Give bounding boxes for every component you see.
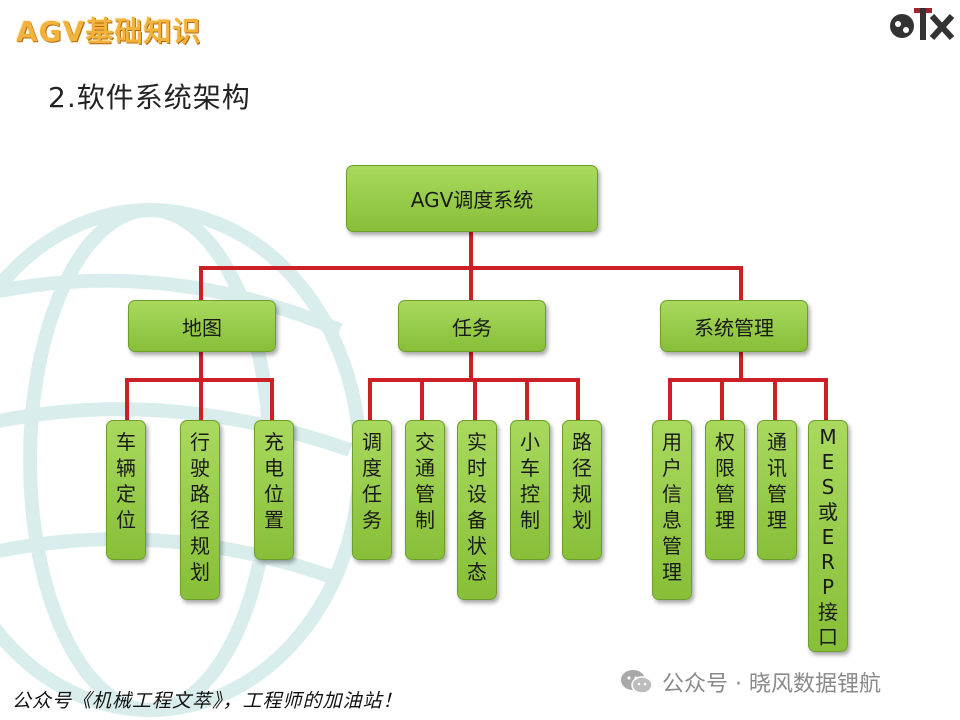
wechat-icon: [621, 670, 653, 694]
leaf-node-path-planning: 路径规划: [562, 420, 602, 560]
leaf-node-label: 小车控制: [520, 430, 540, 532]
leaf-node-route-planning: 行驶路径规划: [180, 420, 220, 600]
leaf-node-realtime-device-status: 实时设备状态: [457, 420, 497, 600]
leaf-node-label: 权限管理: [715, 430, 735, 532]
leaf-node-label: 调度任务: [362, 430, 382, 532]
leaf-node-charging-position: 充电位置: [254, 420, 294, 560]
leaf-node-permission-management: 权限管理: [705, 420, 745, 560]
section-heading: 2.软件系统架构: [48, 81, 251, 114]
leaf-node-label: MES或ERP接口: [818, 425, 838, 649]
group-node-label: 地图: [182, 315, 222, 340]
leaf-node-label: 车辆定位: [116, 430, 136, 532]
leaf-node-vehicle-positioning: 车辆定位: [106, 420, 146, 560]
leaf-node-user-info-management: 用户信息管理: [652, 420, 692, 600]
leaf-node-label: 行驶路径规划: [190, 430, 210, 584]
leaf-node-label: 用户信息管理: [662, 430, 682, 584]
leaf-node-label: 通讯管理: [767, 430, 787, 532]
group-node-label: 任务: [452, 315, 492, 340]
root-node: AGV调度系统: [346, 165, 598, 232]
leaf-node-mes-erp-interface: MES或ERP接口: [808, 420, 848, 652]
leaf-node-label: 交通管制: [415, 430, 435, 532]
leaf-node-traffic-control: 交通管制: [405, 420, 445, 560]
footer-watermark: 公众号 · 晓风数据锂航: [620, 666, 881, 698]
footer-slogan: 公众号《机械工程文萃》，工程师的加油站！: [12, 690, 403, 712]
leaf-node-label: 充电位置: [264, 430, 284, 532]
group-node-label: 系统管理: [694, 315, 774, 340]
group-node-system-management: 系统管理: [660, 300, 808, 352]
leaf-node-cart-control: 小车控制: [510, 420, 550, 560]
leaf-node-label: 路径规划: [572, 430, 592, 532]
leaf-node-label: 实时设备状态: [467, 430, 487, 584]
app-title: AGV基础知识: [16, 15, 202, 48]
footer-watermark-text: 公众号 · 晓风数据锂航: [662, 672, 881, 697]
leaf-node-dispatch-task: 调度任务: [352, 420, 392, 560]
leaf-node-communication-management: 通讯管理: [757, 420, 797, 560]
root-node-label: AGV调度系统: [410, 188, 534, 212]
group-node-map: 地图: [128, 300, 276, 352]
otx-logo-icon: [890, 8, 955, 41]
group-node-task: 任务: [398, 300, 546, 352]
